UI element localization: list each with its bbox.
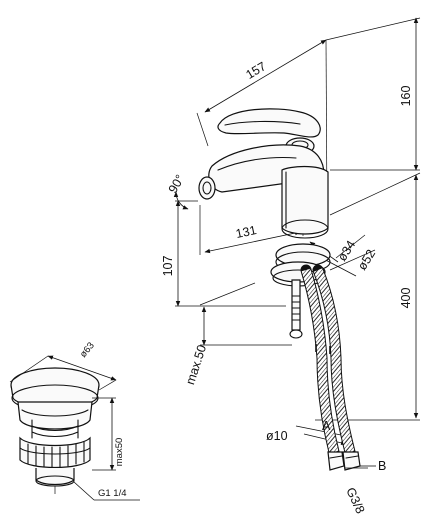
popup-waste: ø63 max50 G1 1/4 [9, 340, 140, 501]
waste-dia-63: ø63 [78, 340, 97, 360]
label-a: A [322, 419, 331, 433]
dimension-lines [173, 17, 419, 446]
dim-157: 157 [243, 59, 268, 82]
dim-max-50: max.50 [183, 343, 209, 386]
label-b: B [378, 459, 386, 473]
threaded-stud [291, 279, 301, 331]
dim-dia-10: ø10 [266, 429, 288, 443]
main-cylinder [281, 165, 329, 235]
dim-90-angle: 90° [166, 172, 188, 195]
dim-160: 160 [399, 86, 413, 107]
dim-dia-52: ø52 [355, 247, 378, 273]
dim-107: 107 [161, 256, 175, 277]
hose-nut-b [342, 451, 361, 471]
waste-collar [19, 436, 91, 469]
dim-400: 400 [399, 288, 413, 309]
waste-max-50: max50 [114, 438, 125, 467]
bidet-mixer [198, 108, 331, 339]
dim-dia-34: ø34 [335, 238, 358, 264]
lever-handle [217, 108, 321, 138]
waste-thread-g114: G1 1/4 [98, 488, 127, 499]
dim-131: 131 [235, 223, 258, 241]
aerator-outlet [198, 176, 216, 200]
thread-g38: G3/8 [343, 485, 367, 516]
flex-hoses [300, 264, 361, 471]
hose-nut-a [327, 451, 345, 471]
